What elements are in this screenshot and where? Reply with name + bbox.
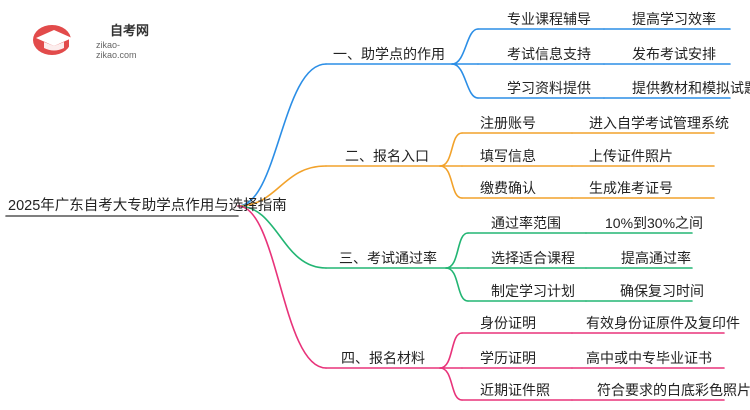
branch-3-child-2-label: 选择适合课程 [491,250,575,266]
branch-1-curve [237,63,327,207]
branch-2-child-1-value: 进入自学考试管理系统 [589,115,729,131]
branch-1-child-2-value: 发布考试安排 [632,46,716,62]
branch-3-curve [237,205,327,269]
branch-4-child-1-label: 身份证明 [480,315,536,331]
branch-2-child-2-value: 上传证件照片 [589,148,673,164]
root-topic: 2025年广东自考大专助学点作用与选择指南 [8,198,287,214]
branch-2-child-3-curve [439,165,463,199]
branch-4-label: 四、报名材料 [341,350,425,366]
logo-url: zikao-zikao.com [96,40,137,60]
branch-1-child-2-label: 考试信息支持 [507,46,591,62]
branch-2-child-2-label: 填写信息 [480,148,536,164]
branch-4-child-3-value: 符合要求的白底彩色照片 [597,382,750,398]
branch-1-child-3-value: 提供教材和模拟试题 [632,80,750,96]
branch-4-child-1-curve [439,332,463,369]
branch-3-child-3-label: 制定学习计划 [491,283,575,299]
branch-3-child-1-value: 10%到30%之间 [605,215,704,231]
branch-4-child-2-label: 学历证明 [480,350,536,366]
branch-3-child-1-label: 通过率范围 [491,215,561,231]
logo-name: 自考网 [110,23,150,38]
branch-4-child-3-label: 近期证件照 [480,382,550,398]
branch-3-child-2-value: 提高通过率 [621,250,691,266]
branch-1-child-3-label: 学习资料提供 [507,80,591,96]
branch-1-child-1-curve [451,28,479,65]
branch-2-child-3-label: 缴费确认 [480,180,536,196]
branch-1-label: 一、助学点的作用 [333,46,445,62]
branch-4-child-3-curve [439,367,463,401]
graduation-cap-icon [33,25,72,55]
branch-2-label: 二、报名入口 [345,148,429,164]
branch-2-child-1-curve [439,132,463,167]
branch-2-child-3-value: 生成准考证号 [589,180,673,196]
branch-3-child-3-value: 确保复习时间 [620,283,704,299]
branch-2-curve [237,165,327,207]
branch-4-curve [237,205,327,369]
branch-3-label: 三、考试通过率 [339,250,437,266]
branch-4-child-2-value: 高中或中专毕业证书 [586,350,712,366]
branch-2-child-1-label: 注册账号 [480,115,536,131]
branch-1-child-1-label: 专业课程辅导 [507,11,591,27]
branch-1-child-3-curve [451,63,479,99]
branch-4-child-1-value: 有效身份证原件及复印件 [586,315,740,331]
branch-3-child-3-curve [445,267,469,302]
site-logo: 自考网 zikao-zikao.com [30,18,150,60]
branch-3-child-1-curve [445,232,469,269]
branch-1-child-1-value: 提高学习效率 [632,11,716,27]
